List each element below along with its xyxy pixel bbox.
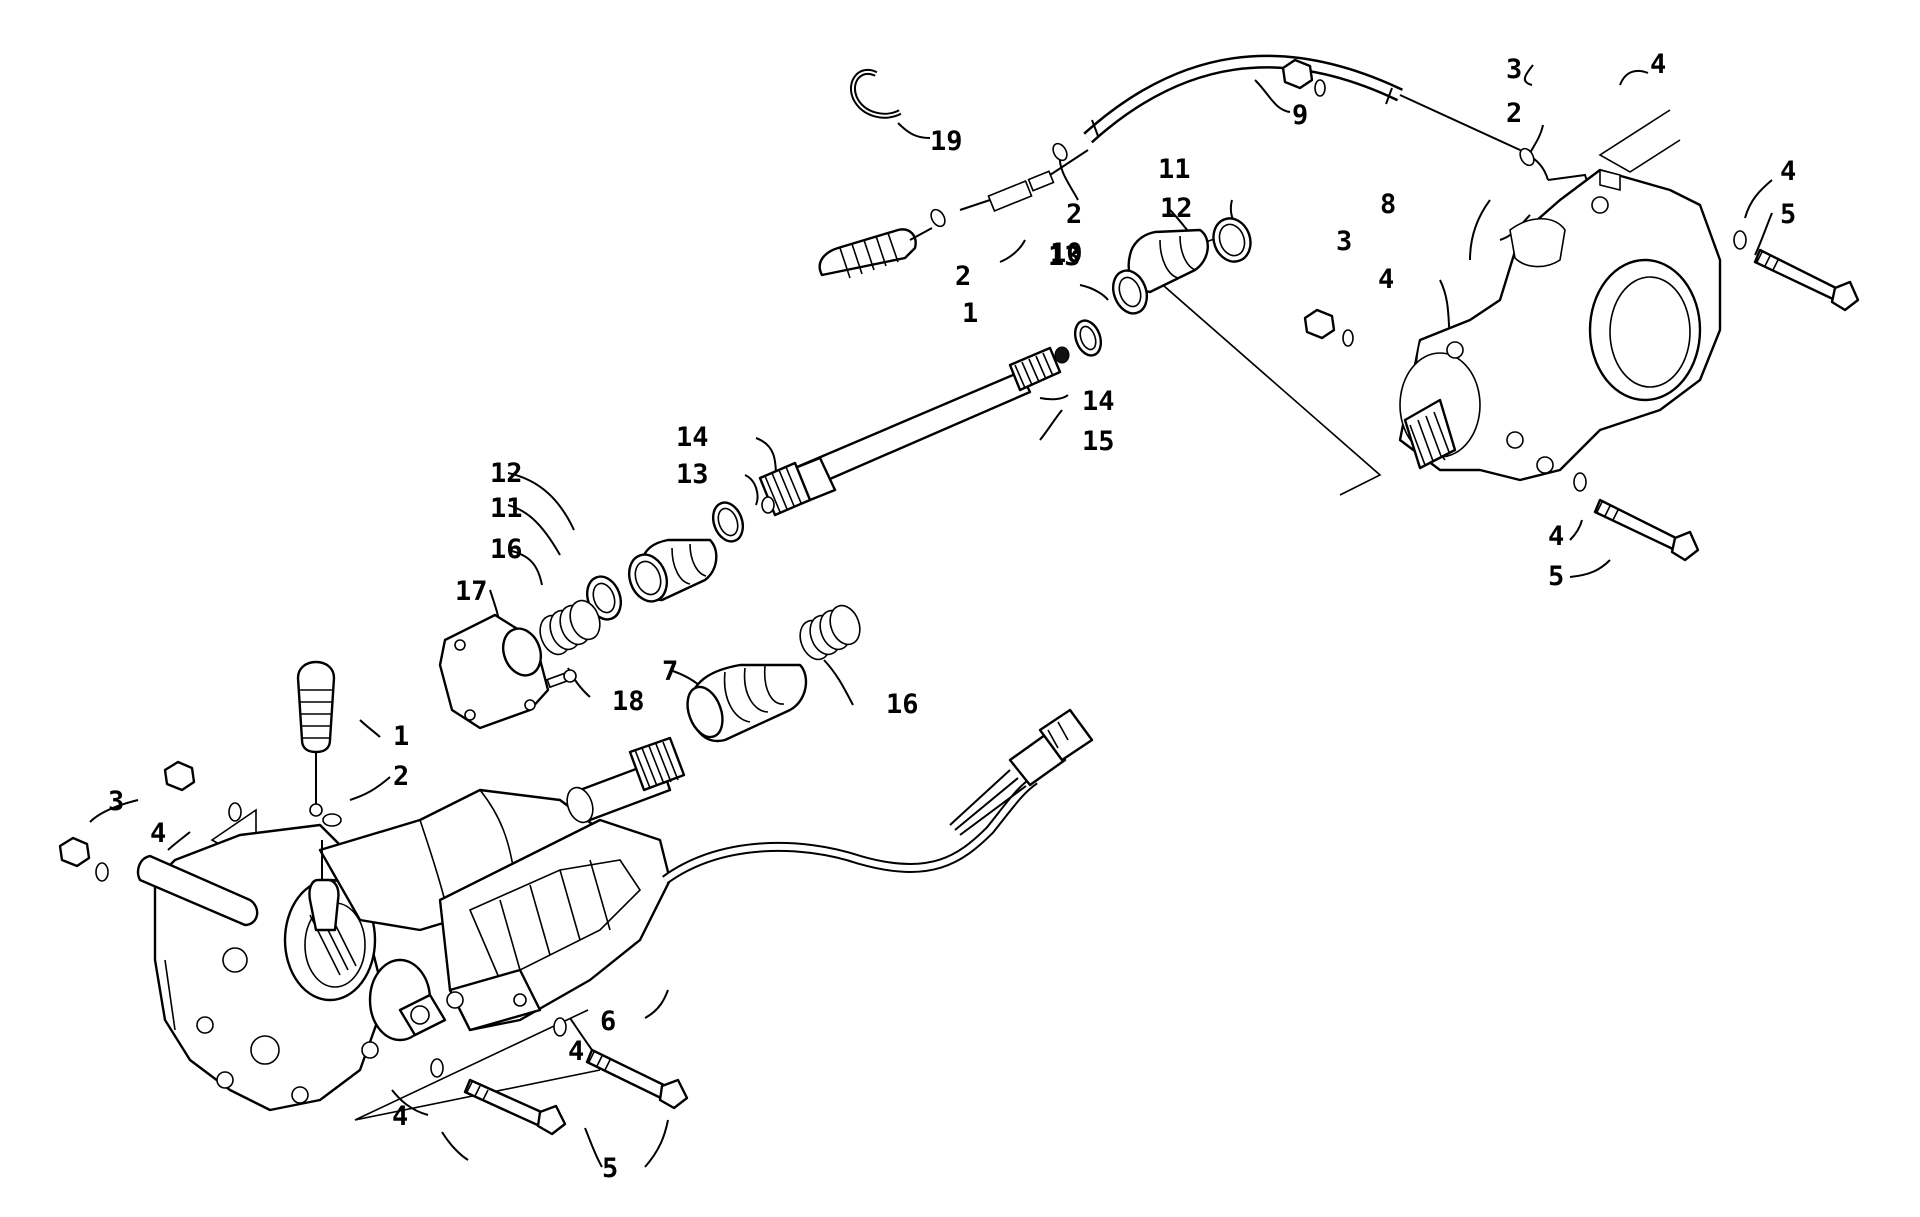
callout-16: 16: [490, 534, 523, 565]
rubber-boot-top: [818, 227, 933, 279]
cable-end-fitting: [959, 149, 1089, 212]
callout-2: 2: [955, 261, 971, 292]
callout-4: 4: [1780, 156, 1796, 187]
callout-5: 5: [1548, 561, 1564, 592]
small-screw: [546, 669, 577, 689]
callout-labels: 19 9 3 4 2 2 10 2 1 11 12 13 3 4 8 4 5 1…: [108, 49, 1796, 1184]
wiring-harness: [662, 708, 1094, 885]
callout-11: 11: [1158, 154, 1191, 185]
large-boot: [686, 663, 808, 743]
callout-5: 5: [602, 1153, 618, 1184]
callout-9: 9: [1292, 100, 1308, 131]
bolts-right: [1593, 248, 1860, 562]
callout-16: 16: [886, 689, 919, 720]
callout-13: 13: [1048, 241, 1081, 272]
nuts-washers-left: [58, 760, 567, 1078]
callout-4: 4: [1378, 264, 1394, 295]
callout-4: 4: [392, 1101, 408, 1132]
callout-4: 4: [1548, 521, 1564, 552]
actuator-motor: [398, 818, 672, 1037]
bolts-left: [463, 1048, 689, 1136]
callout-1: 1: [393, 721, 409, 752]
callout-3: 3: [1506, 54, 1522, 85]
callout-19: 19: [930, 126, 963, 157]
callout-12: 12: [490, 458, 523, 489]
cable: [1083, 54, 1601, 221]
rear-gear-housing: [1398, 168, 1722, 482]
boot-assembly-left: [585, 496, 775, 621]
callout-2: 2: [393, 761, 409, 792]
hose-clips: [322, 142, 1535, 827]
callout-5: 5: [1780, 199, 1796, 230]
front-output-shaft: [566, 736, 686, 824]
callout-2: 2: [1506, 98, 1522, 129]
nuts-washers-right: [1281, 58, 1747, 492]
callout-14: 14: [676, 422, 709, 453]
callout-17: 17: [455, 576, 488, 607]
callout-7: 7: [662, 656, 678, 687]
callout-4: 4: [150, 818, 166, 849]
callout-4: 4: [568, 1036, 584, 1067]
callout-8: 8: [1380, 189, 1396, 220]
callout-4: 4: [1650, 49, 1666, 80]
callout-14: 14: [1082, 386, 1115, 417]
drive-shaft: [758, 346, 1062, 517]
callout-11: 11: [490, 493, 523, 524]
callout-18: 18: [612, 686, 645, 717]
callout-15: 15: [1082, 426, 1115, 457]
callout-3: 3: [108, 786, 124, 817]
flange-plate: [438, 613, 550, 730]
spring-coils: [539, 599, 861, 661]
callout-1: 1: [962, 298, 978, 329]
callout-12: 12: [1160, 193, 1193, 224]
rubber-boot-lower: [296, 660, 340, 932]
callout-2: 2: [1066, 199, 1082, 230]
callout-13: 13: [676, 459, 709, 490]
boot-assembly-right: [1054, 217, 1252, 364]
callout-3: 3: [1336, 226, 1352, 257]
callout-10: 10: [1050, 238, 1083, 269]
callout-6: 6: [600, 1006, 616, 1037]
circlip-ring: [850, 69, 902, 119]
